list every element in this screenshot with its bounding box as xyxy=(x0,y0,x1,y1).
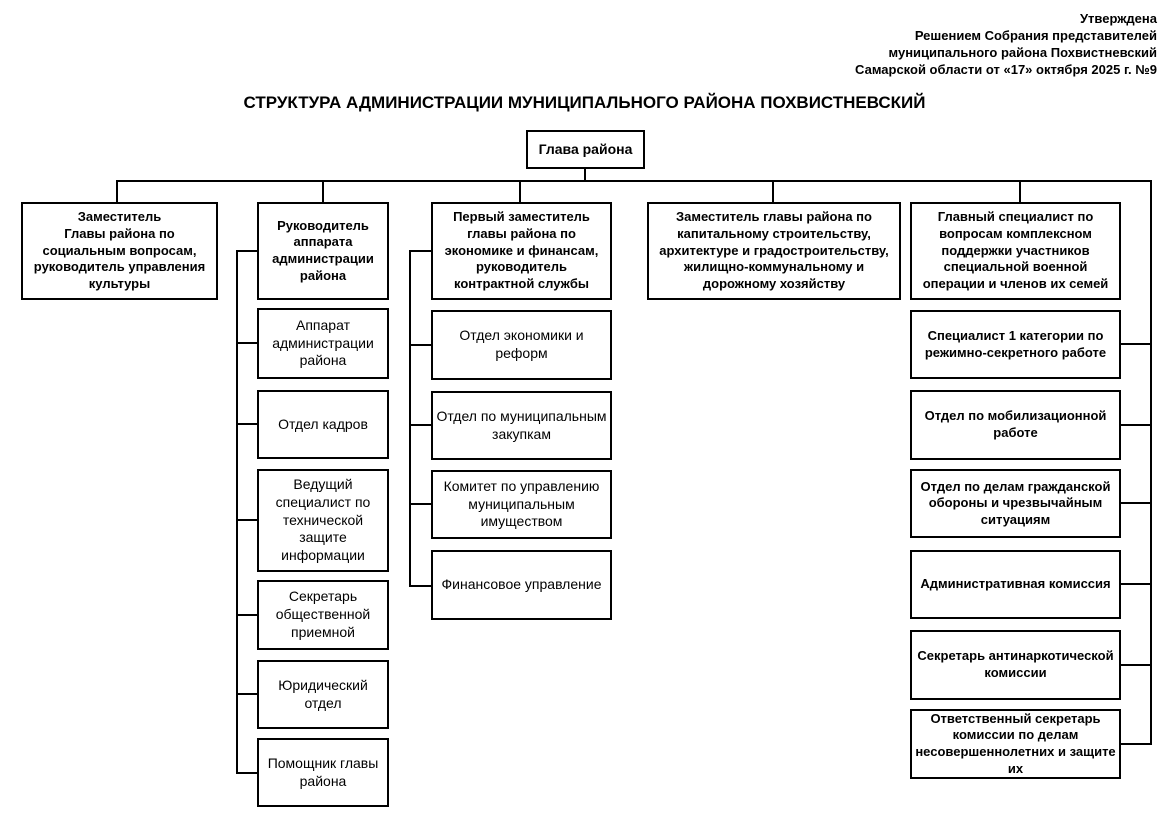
connector-stub xyxy=(1121,583,1150,585)
org-box-child: Отдел по муниципальным закупкам xyxy=(431,391,612,460)
connector-stub xyxy=(409,503,431,505)
connector-stub xyxy=(236,693,257,695)
org-box-head-chief-specialist-svo: Главный специалист по вопросам комплексн… xyxy=(910,202,1121,300)
connector-drop-branch-3 xyxy=(519,180,521,203)
org-box-child: Секретарь общественной приемной xyxy=(257,580,389,650)
org-box-head-first-deputy-economy: Первый заместитель главы района по эконо… xyxy=(431,202,612,300)
org-box-child: Юридический отдел xyxy=(257,660,389,729)
connector-stub xyxy=(1121,664,1150,666)
connector-stub xyxy=(409,424,431,426)
org-box-child: Специалист 1 категории по режимно-секрет… xyxy=(910,310,1121,379)
org-box-root: Глава района xyxy=(526,130,645,169)
page-title: СТРУКТУРА АДМИНИСТРАЦИИ МУНИЦИПАЛЬНОГО Р… xyxy=(243,93,926,112)
org-box-head-deputy-social: Заместитель Главы района по социальным в… xyxy=(21,202,218,300)
org-box-child: Ответственный секретарь комиссии по дела… xyxy=(910,709,1121,779)
org-box-child: Отдел экономики и реформ xyxy=(431,310,612,380)
org-box-child: Аппарат администрации района xyxy=(257,308,389,379)
connector-stub xyxy=(236,519,257,521)
org-box-child: Административная комиссия xyxy=(910,550,1121,619)
connector-stub xyxy=(1121,743,1150,745)
connector-stub xyxy=(236,772,257,774)
connector-trunk-branch-3 xyxy=(409,250,411,587)
connector-stub xyxy=(236,342,257,344)
org-box-head-deputy-construction: Заместитель главы района по капитальному… xyxy=(647,202,901,300)
connector-stub xyxy=(1121,424,1150,426)
org-box-head-apparatus-chief: Руководитель аппарата администрации райо… xyxy=(257,202,389,300)
connector-stub xyxy=(236,250,257,252)
org-box-child: Помощник главы района xyxy=(257,738,389,807)
connector-drop-branch-4 xyxy=(772,180,774,203)
approval-note: Утверждена Решением Собрания представите… xyxy=(855,10,1157,78)
approval-line-2: Решением Собрания представителей xyxy=(914,28,1157,43)
org-box-child: Финансовое управление xyxy=(431,550,612,620)
connector-stub xyxy=(236,614,257,616)
connector-trunk-branch-2 xyxy=(236,250,238,774)
connector-stub xyxy=(409,250,431,252)
connector-drop-branch-1 xyxy=(116,180,118,203)
connector-stub xyxy=(1121,502,1150,504)
org-box-child: Секретарь антинаркотической комиссии xyxy=(910,630,1121,700)
org-box-child: Комитет по управлению муниципальным имущ… xyxy=(431,470,612,539)
org-box-child: Отдел кадров xyxy=(257,390,389,459)
connector-stub xyxy=(409,585,431,587)
approval-line-1: Утверждена xyxy=(1079,11,1157,26)
connector-stub xyxy=(236,423,257,425)
connector-main-horizontal xyxy=(116,180,1152,182)
approval-line-4: Самарской области от «17» октября 2025 г… xyxy=(855,62,1157,77)
approval-line-3: муниципального района Похвистневский xyxy=(888,45,1157,60)
connector-stub xyxy=(409,344,431,346)
connector-stub xyxy=(1121,343,1150,345)
connector-trunk-branch-5 xyxy=(1150,180,1152,745)
org-box-child: Ведущий специалист по технической защите… xyxy=(257,469,389,572)
org-box-child: Отдел по мобилизационной работе xyxy=(910,390,1121,460)
org-box-child: Отдел по делам гражданской обороны и чре… xyxy=(910,469,1121,538)
connector-root-drop xyxy=(584,169,586,182)
connector-drop-branch-5 xyxy=(1019,180,1021,203)
connector-drop-branch-2 xyxy=(322,180,324,203)
